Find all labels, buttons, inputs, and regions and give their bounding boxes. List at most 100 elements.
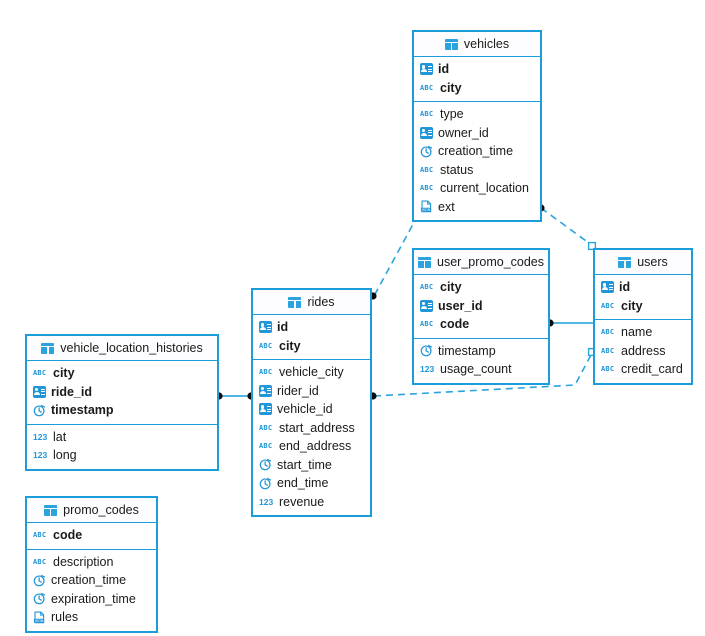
123-number-icon: 123 bbox=[259, 496, 274, 507]
field-row-timestamp[interactable]: timestamp bbox=[414, 342, 548, 361]
table-name-label: rides bbox=[307, 295, 335, 309]
id-card-icon bbox=[259, 384, 272, 397]
table-header-user_promo_codes: user_promo_codes bbox=[414, 250, 548, 275]
abc-text-icon: ABC bbox=[420, 83, 434, 92]
abc-text-icon: ABC bbox=[601, 346, 615, 355]
field-name-label: city bbox=[53, 366, 75, 380]
field-row-rider_id[interactable]: rider_id bbox=[253, 382, 370, 401]
abc-text-icon: ABC bbox=[601, 365, 615, 374]
abc-text-icon: ABC bbox=[420, 320, 434, 329]
field-row-city[interactable]: ABC city bbox=[414, 278, 548, 297]
field-row-vehicle_id[interactable]: vehicle_id bbox=[253, 400, 370, 419]
field-row-id[interactable]: id bbox=[414, 60, 540, 79]
field-row-ride_id[interactable]: ride_id bbox=[27, 383, 217, 402]
field-name-label: vehicle_city bbox=[279, 365, 344, 379]
field-row-type[interactable]: ABC type bbox=[414, 105, 540, 124]
table-icon bbox=[618, 256, 632, 268]
field-row-id[interactable]: id bbox=[595, 278, 691, 297]
field-row-expiration_time[interactable]: expiration_time bbox=[27, 590, 156, 609]
field-name-label: description bbox=[53, 554, 114, 569]
table-name-label: vehicles bbox=[463, 37, 510, 51]
field-row-user_id[interactable]: user_id bbox=[414, 297, 548, 316]
table-icon bbox=[44, 504, 58, 516]
abc-text-icon: ABC bbox=[420, 283, 434, 292]
field-name-label: timestamp bbox=[438, 343, 496, 358]
field-name-label: start_time bbox=[277, 457, 332, 472]
field-name-label: credit_card bbox=[621, 362, 683, 376]
relationship-user_promo_codes-to-users bbox=[546, 319, 593, 327]
table-icon bbox=[444, 38, 458, 50]
abc-text-icon: ABC bbox=[420, 110, 434, 119]
table-header-vehicle_location_histories: vehicle_location_histories bbox=[27, 336, 217, 361]
clock-icon bbox=[420, 145, 433, 158]
clock-icon bbox=[259, 458, 272, 471]
clock-icon bbox=[259, 477, 272, 490]
field-name-label: type bbox=[440, 107, 464, 121]
id-card-icon bbox=[601, 281, 614, 294]
field-row-timestamp[interactable]: timestamp bbox=[27, 401, 217, 420]
abc-text-icon: ABC bbox=[420, 184, 434, 193]
table-name-label: vehicle_location_histories bbox=[60, 341, 203, 355]
field-row-credit_card[interactable]: ABC credit_card bbox=[595, 360, 691, 379]
id-card-icon bbox=[420, 299, 433, 312]
field-name-label: vehicle_id bbox=[277, 402, 333, 416]
abc-text-icon: ABC bbox=[259, 341, 273, 350]
field-name-label: creation_time bbox=[51, 573, 127, 587]
123-number-icon: 123 bbox=[33, 431, 48, 442]
field-name-label: code bbox=[440, 317, 470, 331]
field-row-start_time[interactable]: start_time bbox=[253, 456, 370, 475]
field-row-creation_time[interactable]: creation_time bbox=[27, 571, 156, 590]
id-card-icon bbox=[33, 385, 46, 398]
table-icon bbox=[288, 296, 302, 308]
field-row-id[interactable]: id bbox=[253, 318, 370, 337]
123-number-icon: 123 bbox=[33, 450, 48, 461]
field-name-label: end_address bbox=[279, 439, 352, 453]
table-name-label: users bbox=[637, 255, 668, 269]
table-header-users: users bbox=[595, 250, 691, 275]
relationship-line bbox=[540, 207, 594, 247]
field-row-code[interactable]: ABC code bbox=[414, 315, 548, 334]
table-header-rides: rides bbox=[253, 290, 370, 315]
field-row-creation_time[interactable]: creation_time bbox=[414, 142, 540, 161]
field-row-end_time[interactable]: end_time bbox=[253, 474, 370, 493]
table-header-vehicles: vehicles bbox=[414, 32, 540, 57]
field-name-label: id bbox=[438, 62, 450, 76]
field-name-label: city bbox=[440, 280, 462, 294]
123-number-icon: 123 bbox=[420, 364, 435, 375]
field-row-owner_id[interactable]: owner_id bbox=[414, 124, 540, 143]
